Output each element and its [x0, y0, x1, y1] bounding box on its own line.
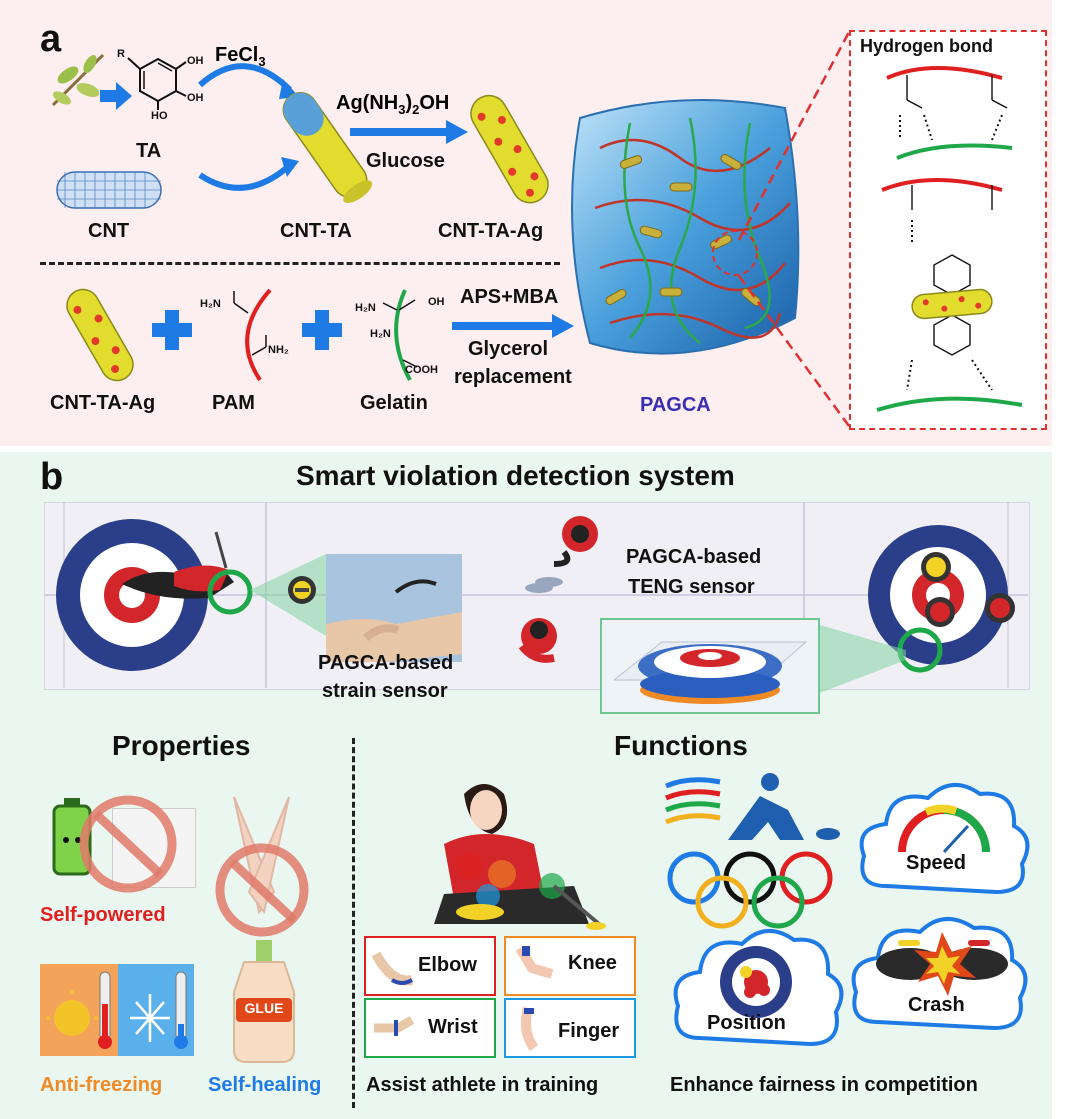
position-cloud: [673, 929, 844, 1047]
mol-ho-label: HO: [151, 110, 168, 122]
cnt-tube: [56, 171, 162, 209]
mol-oh1-label: OH: [187, 55, 204, 67]
properties-divider: [352, 738, 355, 1108]
properties-title: Properties: [112, 730, 251, 761]
pam-label: PAM: [212, 392, 255, 414]
self-powered-label: Self-powered: [40, 904, 166, 926]
glue-label: GLUE: [244, 1000, 284, 1016]
cnt-ta-ag-rod-small: [66, 288, 134, 382]
gelatin-oh: OH: [428, 296, 445, 308]
fecl3-reagent: FeCl3: [215, 44, 266, 69]
silver-reagent: Ag(NH3)2OH: [336, 92, 450, 117]
elbow-label: Elbow: [418, 954, 477, 976]
finger-label: Finger: [558, 1020, 620, 1042]
mol-oh2-label: OH: [187, 92, 204, 104]
aps-mba-reagent: APS+MBA: [460, 286, 559, 308]
position-label: Position: [707, 1012, 786, 1034]
hydrogen-bond-diagram: [876, 66, 1023, 412]
assist-caption: Assist athlete in training: [366, 1074, 599, 1096]
glucose-reagent: Glucose: [366, 150, 445, 172]
self-healing-label: Self-healing: [208, 1074, 322, 1096]
joint-finger-box: Finger: [504, 998, 636, 1058]
crash-label: Crash: [908, 994, 965, 1016]
knee-icon: [515, 945, 554, 979]
cnt-label: CNT: [88, 220, 130, 242]
zoom-lines: [737, 31, 851, 427]
panel-b-letter: b: [40, 456, 64, 498]
pam-structure: [233, 288, 272, 382]
gelatin-label: Gelatin: [360, 392, 428, 414]
speed-label: Speed: [906, 852, 967, 874]
gelatin-h2n: H₂N: [370, 328, 391, 340]
wrist-icon: [374, 1016, 415, 1036]
teng-sensor-label-2: TENG sensor: [628, 576, 755, 598]
wrist-label: Wrist: [428, 1016, 478, 1038]
ta-label: TA: [136, 140, 162, 162]
anti-freezing-label: Anti-freezing: [40, 1074, 163, 1096]
temperature-icons: [46, 971, 188, 1049]
glycerol-reagent: Glycerol: [468, 338, 549, 360]
teng-sensor-label-1: PAGCA-based: [626, 546, 762, 568]
joint-wrist-box: Wrist: [364, 998, 496, 1058]
plus-icon: [152, 310, 192, 350]
olympic-curling-logo: [665, 773, 840, 929]
arrow-right-icon: [452, 314, 574, 338]
joint-knee-box: Knee: [504, 936, 636, 996]
gelatin-structure: [382, 289, 418, 381]
pagca-hydrogel-cube: [571, 99, 800, 355]
strain-sensor-label-2: strain sensor: [322, 680, 448, 702]
strain-sensor-label-1: PAGCA-based: [318, 652, 454, 674]
sensor-dot-icon: [288, 576, 316, 604]
battery-no-icon: [52, 795, 177, 893]
strain-sensor-photo: [326, 554, 462, 662]
panel-a-letter: a: [40, 18, 62, 60]
cnt-ta-ag-rod: [470, 94, 549, 204]
crash-cloud: [851, 916, 1028, 1031]
speed-cloud: [859, 783, 1030, 895]
hydrogen-bond-inset: [849, 30, 1047, 430]
athlete-illustration: [434, 784, 606, 930]
pam-nh2-a: H₂N: [200, 298, 221, 310]
tannic-acid-molecule: [127, 57, 187, 110]
panel-b-title: Smart violation detection system: [296, 460, 735, 491]
pagca-label: PAGCA: [640, 394, 711, 416]
replacement-reagent: replacement: [454, 366, 572, 388]
joint-elbow-box: Elbow: [364, 936, 496, 996]
arrow-right-icon: [350, 120, 468, 144]
elbow-icon: [371, 951, 414, 986]
teng-sensor-panel: [600, 618, 820, 714]
functions-title: Functions: [614, 730, 748, 761]
arrow-right-icon: [100, 82, 132, 110]
curved-arrows: [198, 63, 299, 191]
leaf-icon: [51, 53, 105, 107]
pam-nh2-b: NH₂: [268, 344, 289, 356]
plus-icon: [302, 310, 342, 350]
cnt-ta-rod: [282, 92, 373, 204]
fairness-caption: Enhance fairness in competition: [670, 1074, 978, 1096]
gelatin-nh2: H₂N: [355, 302, 376, 314]
knee-label: Knee: [568, 952, 617, 974]
hydrogen-bond-title: Hydrogen bond: [860, 36, 993, 56]
cnt-ta-ag-label-bottom: CNT-TA-Ag: [50, 392, 156, 414]
cnt-ta-label: CNT-TA: [280, 220, 352, 242]
mol-r-label: R: [117, 48, 125, 60]
bandage-glue-icon: [215, 796, 309, 1063]
curling-sheet-drawing: [44, 502, 1028, 702]
panel-a-divider: [40, 262, 560, 265]
gelatin-cooh: COOH: [405, 364, 438, 376]
cnt-ta-ag-label: CNT-TA-Ag: [438, 220, 544, 242]
finger-icon: [521, 1006, 539, 1051]
